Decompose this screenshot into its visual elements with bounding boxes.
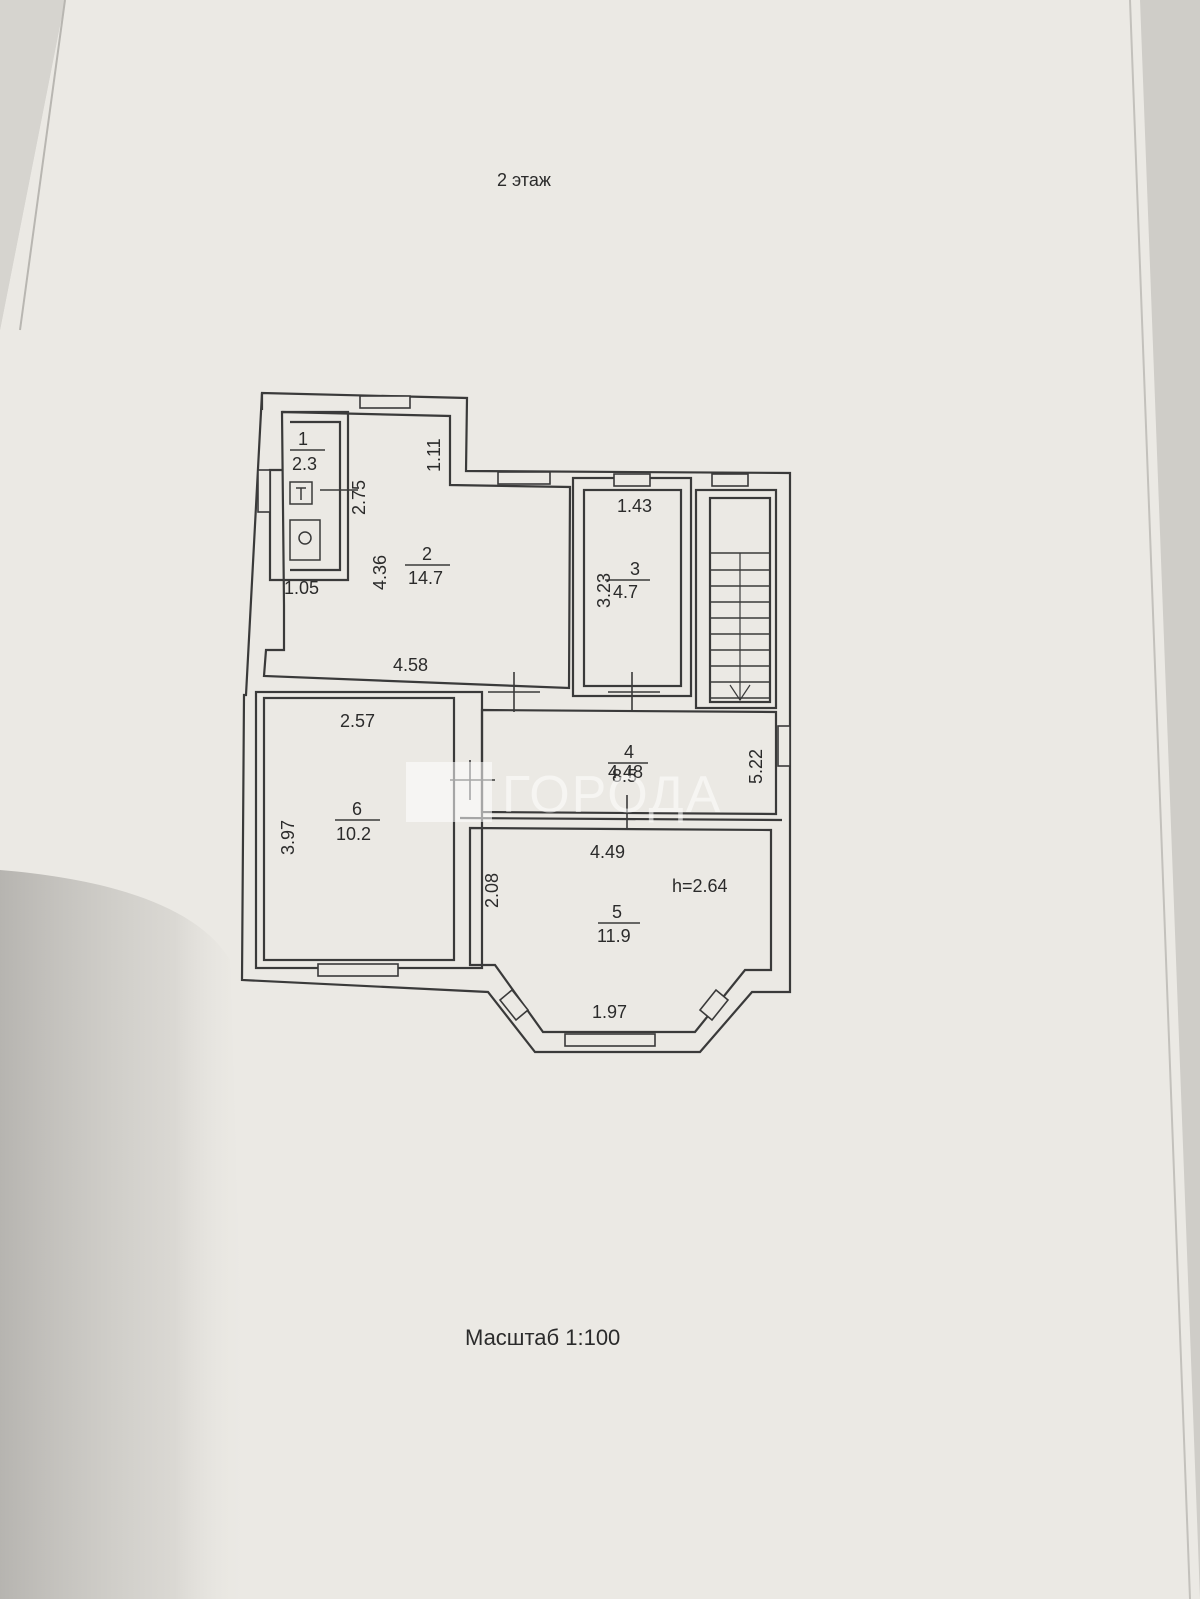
bathroom-fixtures [289, 481, 321, 561]
wall-room5 [468, 826, 773, 1034]
room-4-number: 4 [624, 742, 634, 762]
watermark-text: ГОРОДА [502, 766, 722, 824]
wall-room1 [268, 410, 350, 582]
room-3-number: 3 [630, 559, 640, 579]
room-2-area: 14.7 [408, 568, 443, 588]
window [359, 395, 411, 409]
room-2-number: 2 [422, 544, 432, 564]
window [777, 725, 791, 767]
paper-fold-left [0, 0, 65, 330]
toilet [289, 519, 321, 561]
window [711, 473, 749, 487]
dim-1-05: 1.05 [284, 578, 319, 598]
dim-4-49: 4.49 [590, 842, 625, 862]
dim-2-75: 2.75 [349, 480, 369, 515]
scale-label: Масштаб 1:100 [465, 1325, 620, 1350]
ceiling-height: h=2.64 [672, 876, 728, 896]
dim-3-23: 3.23 [594, 573, 614, 608]
outer-wall [240, 391, 792, 1054]
window [317, 963, 399, 977]
shadow [0, 870, 250, 1599]
dim-4-36: 4.36 [370, 555, 390, 590]
watermark: ГОРОДА [406, 762, 722, 824]
wall-room5-outer [459, 816, 783, 822]
room-4-area: 8.5 [612, 766, 637, 786]
dim-4-48-visible: 4.48 [608, 762, 643, 782]
windows [257, 395, 791, 1047]
window [613, 473, 651, 487]
wall-stairs [694, 488, 778, 710]
fraction-lines [290, 449, 650, 924]
sink [289, 481, 313, 505]
page-edge-right [1129, 0, 1191, 1599]
floor-title: 2 этаж [497, 170, 551, 190]
room-labels: 1 2.3 2 14.7 3 4.7 4 8.5 5 11.9 6 10.2 [292, 429, 640, 946]
toilet-bowl [298, 531, 312, 545]
room-3-area: 4.7 [613, 582, 638, 602]
dim-1-97: 1.97 [592, 1002, 627, 1022]
dim-2-57: 2.57 [340, 711, 375, 731]
room-6-number: 6 [352, 799, 362, 819]
window [497, 471, 551, 485]
walls [240, 391, 792, 1054]
window [257, 469, 271, 513]
room-1-area: 2.3 [292, 454, 317, 474]
dimension-labels: 1.11 2.75 4.36 1.05 4.58 1.43 3.23 5.22 … [278, 438, 766, 1022]
paper-edge [19, 0, 66, 331]
stairs [710, 552, 770, 702]
dim-4-58: 4.58 [393, 655, 428, 675]
dim-3-97: 3.97 [278, 820, 298, 855]
room-1-number: 1 [298, 429, 308, 449]
dim-1-11: 1.11 [424, 438, 444, 472]
dim-5-22: 5.22 [746, 749, 766, 784]
dim-1-43: 1.43 [617, 496, 652, 516]
watermark-logo [406, 762, 492, 822]
wall-stairs-inner [708, 496, 772, 704]
inner-wall-room2 [262, 410, 572, 690]
wall-room6 [262, 696, 456, 962]
room-6-area: 10.2 [336, 824, 371, 844]
room-5-area: 11.9 [597, 926, 631, 946]
window [564, 1033, 656, 1047]
dim-2-08: 2.08 [482, 873, 502, 908]
window [498, 988, 530, 1022]
room-5-number: 5 [612, 902, 622, 922]
window [698, 988, 730, 1022]
